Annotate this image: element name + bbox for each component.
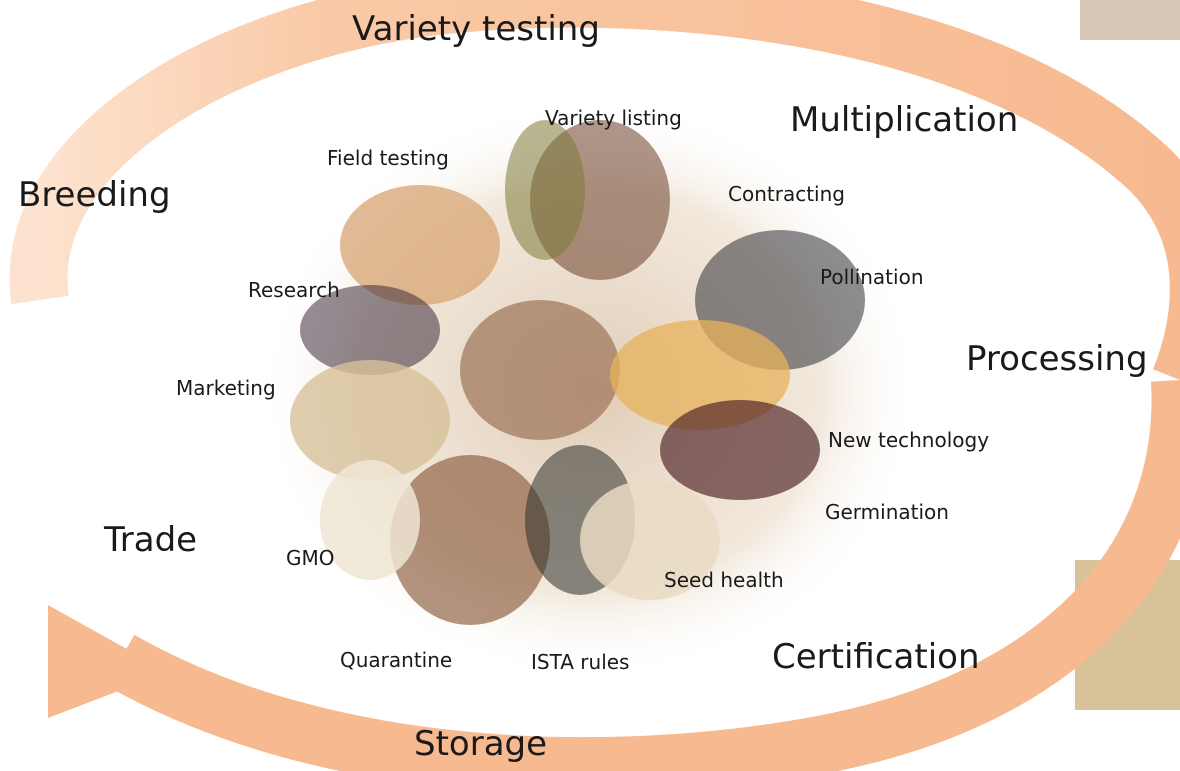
- cycle-arrow-icon: [9, 0, 1180, 771]
- stage-processing: Processing: [966, 339, 1148, 379]
- topic-gmo: GMO: [286, 546, 335, 570]
- seed-collage-icon: [260, 100, 920, 680]
- stage-trade: Trade: [104, 520, 198, 560]
- topic-variety-listing: Variety listing: [545, 106, 682, 130]
- topic-seed-health: Seed health: [664, 568, 784, 592]
- topic-pollination: Pollination: [820, 265, 924, 289]
- stage-certification: Certification: [772, 637, 980, 677]
- topic-new-technology: New technology: [828, 428, 990, 452]
- topic-quarantine: Quarantine: [340, 648, 453, 672]
- field-photo-corner: [1080, 0, 1180, 40]
- topic-marketing: Marketing: [176, 376, 276, 400]
- topic-field-testing: Field testing: [327, 146, 449, 170]
- stage-storage: Storage: [414, 724, 548, 764]
- stage-multiplication: Multiplication: [790, 100, 1019, 140]
- topic-research: Research: [248, 278, 340, 302]
- topic-ista-rules: ISTA rules: [531, 650, 630, 674]
- topic-germination: Germination: [825, 500, 949, 524]
- topic-contracting: Contracting: [728, 182, 845, 206]
- stage-breeding: Breeding: [18, 175, 171, 215]
- stage-variety-testing: Variety testing: [352, 9, 600, 49]
